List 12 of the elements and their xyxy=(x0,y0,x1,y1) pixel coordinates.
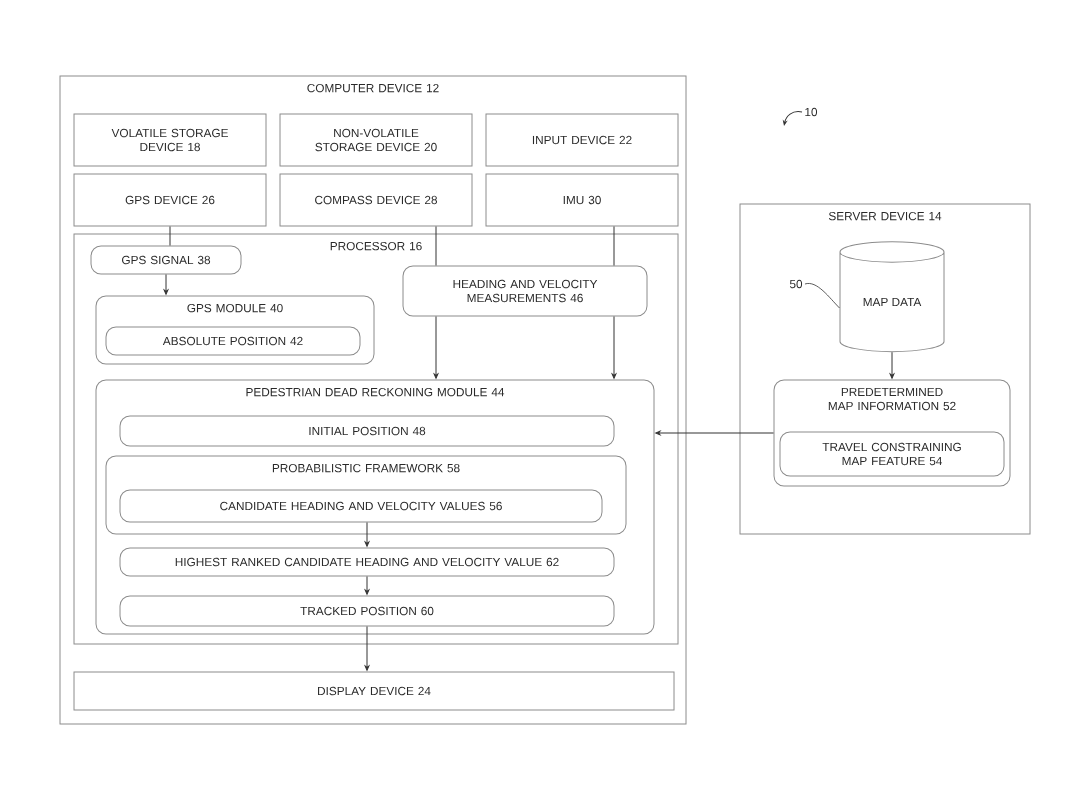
arrow xyxy=(364,576,370,595)
arrow xyxy=(364,626,370,671)
arrow xyxy=(889,351,895,379)
connector-line xyxy=(169,226,171,246)
connector-line xyxy=(613,226,615,266)
leader-line xyxy=(804,283,840,309)
arrow xyxy=(163,274,169,295)
arrow xyxy=(611,316,617,379)
arrow xyxy=(655,430,774,436)
arrow xyxy=(364,522,370,547)
connector-line xyxy=(435,226,437,266)
arrow xyxy=(433,316,439,379)
